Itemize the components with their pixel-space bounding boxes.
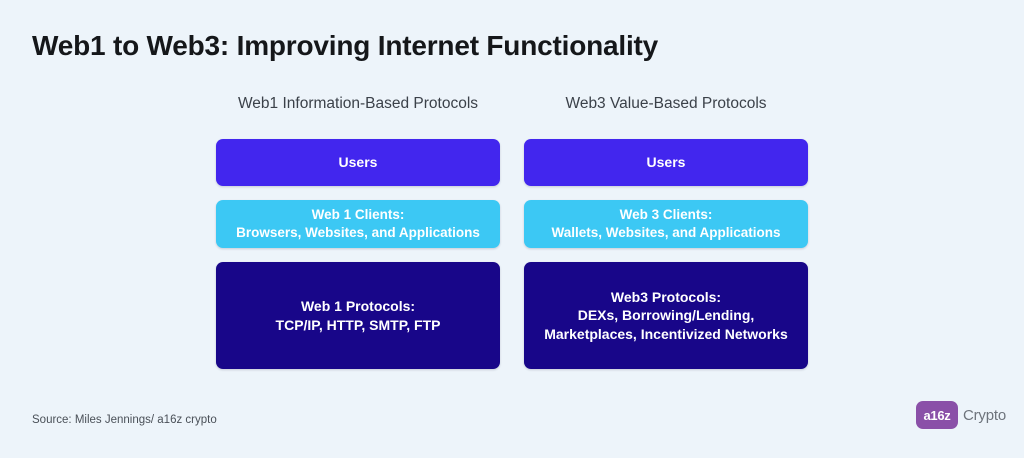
- column-header-web1: Web1 Information-Based Protocols: [237, 95, 479, 112]
- layer-web1-clients-text: Web 1 Clients: Browsers, Websites, and A…: [236, 206, 480, 242]
- layer-line: Marketplaces, Incentivized Networks: [544, 325, 788, 342]
- layer-web3-clients: Web 3 Clients: Wallets, Websites, and Ap…: [524, 200, 808, 248]
- layer-web3-protocols: Web3 Protocols: DEXs, Borrowing/Lending,…: [524, 262, 808, 369]
- layer-web1-protocols: Web 1 Protocols: TCP/IP, HTTP, SMTP, FTP: [216, 262, 500, 369]
- a16z-logo-icon: a16z: [916, 401, 958, 429]
- layer-web1-protocols-text: Web 1 Protocols: TCP/IP, HTTP, SMTP, FTP: [276, 297, 441, 334]
- page-title: Web1 to Web3: Improving Internet Functio…: [32, 30, 659, 61]
- layer-web1-users-text: Users: [339, 153, 378, 171]
- layer-line: TCP/IP, HTTP, SMTP, FTP: [275, 316, 441, 333]
- layer-line: Wallets, Websites, and Applications: [551, 225, 781, 240]
- column-web3: Web3 Value-Based Protocols Users Web 3 C…: [524, 88, 808, 369]
- layer-web3-protocols-text: Web3 Protocols: DEXs, Borrowing/Lending,…: [544, 288, 788, 343]
- layer-line: Web 1 Clients:: [311, 207, 405, 223]
- layer-line: Browsers, Websites, and Applications: [236, 225, 480, 240]
- layer-line: Web 3 Clients:: [619, 207, 713, 223]
- layer-web1-users: Users: [216, 139, 500, 186]
- column-header-web3: Web3 Value-Based Protocols: [565, 95, 767, 112]
- source-attribution: Source: Miles Jennings/ a16z crypto: [32, 414, 217, 426]
- layer-web3-clients-text: Web 3 Clients: Wallets, Websites, and Ap…: [551, 206, 780, 242]
- layer-line: DEXs, Borrowing/Lending,: [577, 307, 755, 324]
- layer-web3-users-text: Users: [647, 153, 686, 171]
- columns-container: Web1 Information-Based Protocols Users W…: [216, 88, 808, 369]
- layer-line: Web 1 Protocols:: [300, 298, 416, 315]
- layer-web1-clients: Web 1 Clients: Browsers, Websites, and A…: [216, 200, 500, 248]
- layer-line: Users: [646, 154, 686, 171]
- layer-line: Users: [338, 154, 378, 171]
- logo-wordmark: Crypto: [963, 406, 1006, 424]
- layer-web3-users: Users: [524, 139, 808, 186]
- column-web1: Web1 Information-Based Protocols Users W…: [216, 88, 500, 369]
- a16z-crypto-logo: a16z Crypto: [916, 401, 1006, 429]
- layer-line: Web3 Protocols:: [610, 288, 722, 305]
